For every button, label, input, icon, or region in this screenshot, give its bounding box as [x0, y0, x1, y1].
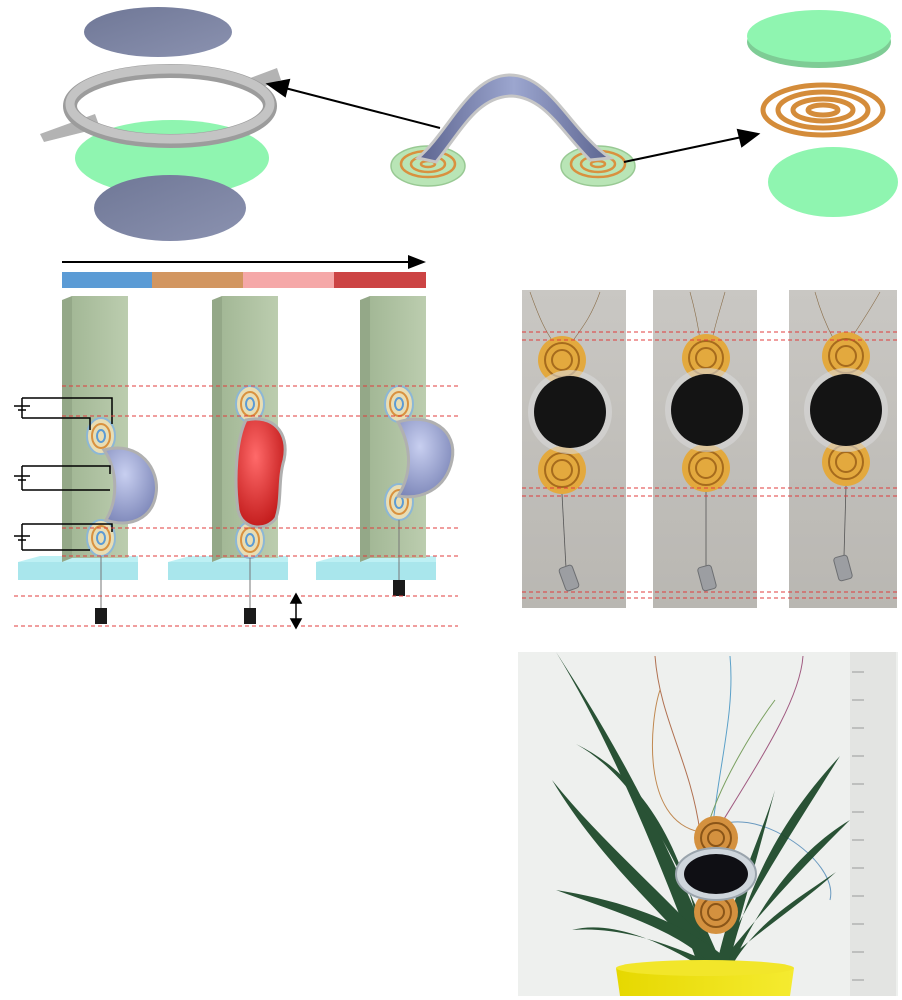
stage-2: [168, 296, 288, 624]
arch-membrane: [414, 73, 615, 164]
base-plate: [18, 562, 138, 580]
arrow-to-heater-stack: [623, 136, 743, 163]
stage-1: [14, 296, 158, 624]
right-electrode-pad: [560, 145, 636, 187]
photo-frames: [522, 290, 897, 608]
guide-lines: [14, 385, 458, 627]
base-plate: [316, 562, 436, 580]
bubble: [234, 417, 287, 529]
photo-frame-2: [653, 290, 757, 608]
plant-device: [675, 816, 757, 934]
bubble: [101, 446, 158, 525]
exploded-layer-stack: [40, 7, 281, 241]
link-arrows: [265, 78, 761, 163]
top-coil: [235, 385, 265, 423]
photo-frame-1: [522, 290, 626, 608]
green-film-top: [747, 10, 891, 68]
top-membrane: [84, 7, 232, 57]
plant-pot: [616, 960, 794, 996]
bottom-membrane: [94, 175, 246, 241]
timeline-arrow-head: [408, 255, 426, 269]
board-side: [360, 296, 370, 562]
base-plate: [168, 562, 288, 580]
arch-device: [390, 73, 636, 187]
schematic-stages: [14, 296, 458, 630]
board-side: [212, 296, 222, 562]
timeline: [62, 255, 426, 288]
spiral-heater: [760, 82, 886, 138]
top-coil: [86, 417, 116, 455]
timeline-stage-3: [243, 272, 334, 288]
timeline-stage-2: [152, 272, 243, 288]
arrow-to-layer-stack: [284, 87, 441, 129]
weight: [95, 608, 107, 624]
top-coil: [384, 385, 414, 423]
weight: [393, 580, 405, 596]
ruler: [850, 652, 896, 996]
photo-frame-3: [789, 290, 897, 608]
plant-photo: [518, 652, 898, 996]
board-side: [62, 296, 72, 562]
heater-stack: [747, 10, 898, 217]
bottom-coil: [86, 519, 116, 557]
circuit-wires: [21, 397, 113, 551]
stage-3: [316, 296, 455, 596]
displacement-arrow: [289, 592, 303, 630]
green-film-bottom: [768, 147, 898, 217]
battery-symbols: [14, 405, 30, 541]
timeline-stage-4: [334, 272, 426, 288]
ring-frame: [40, 64, 281, 148]
bubble: [395, 417, 455, 499]
timeline-stage-1: [62, 272, 152, 288]
weight: [244, 608, 256, 624]
